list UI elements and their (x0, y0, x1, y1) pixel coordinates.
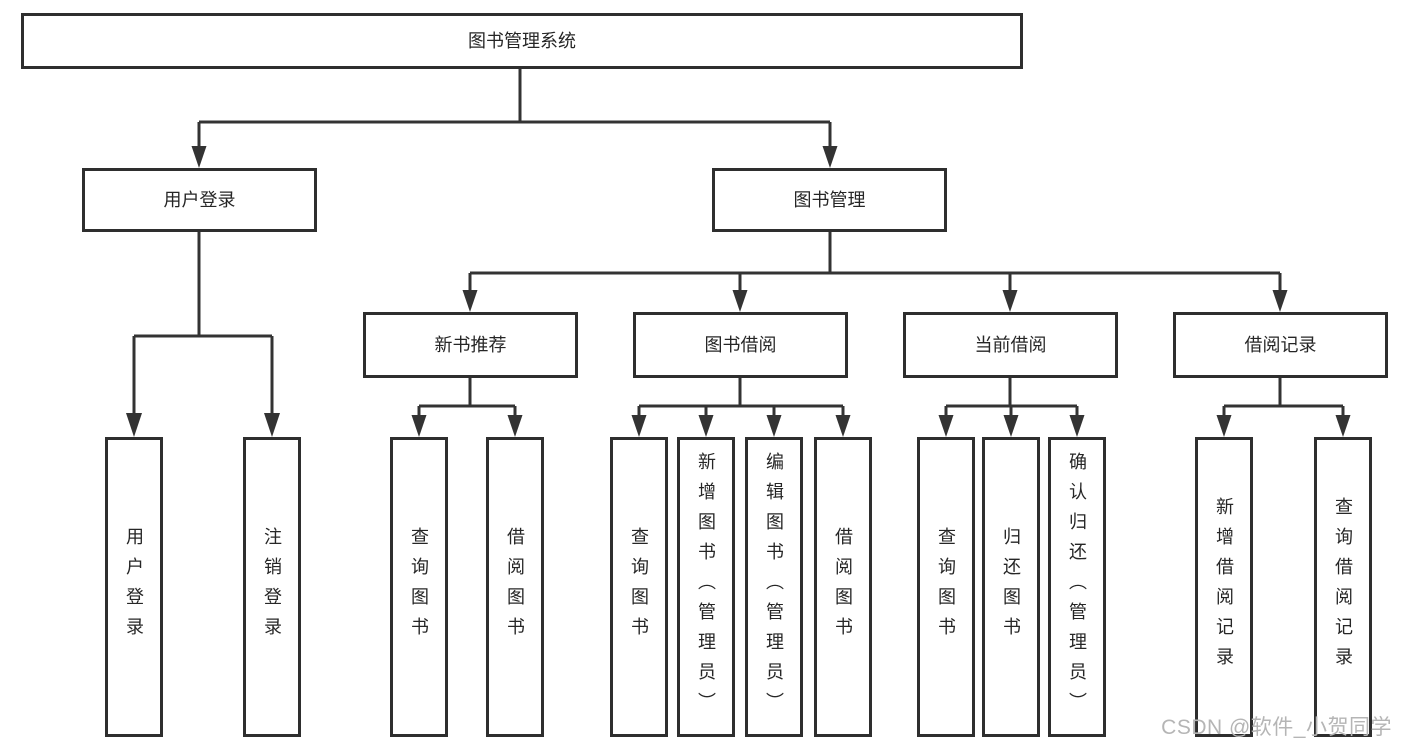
arrowhead-icon (732, 290, 748, 312)
arrowhead-icon (1272, 290, 1288, 312)
node-book-borrow: 图书借阅 (633, 312, 848, 378)
arrowhead-icon (1003, 415, 1019, 437)
arrowhead-icon (631, 415, 647, 437)
arrowhead-icon (1335, 415, 1351, 437)
arrowhead-icon (1002, 290, 1018, 312)
arrowhead-icon (698, 415, 714, 437)
node-new-book-recommend: 新书推荐 (363, 312, 578, 378)
arrowhead-icon (835, 415, 851, 437)
connector-current-to-leaves (944, 378, 1079, 417)
node-borrow-records: 借阅记录 (1173, 312, 1388, 378)
node-current-borrow: 当前借阅 (903, 312, 1118, 378)
leaf-confirm-return-admin: 确认归还（管理员） (1048, 437, 1106, 737)
connector-records-to-leaves (1222, 378, 1345, 417)
leaf-query-book-recommend: 查询图书 (390, 437, 448, 737)
leaf-logout: 注销登录 (243, 437, 301, 737)
leaf-add-borrow-record: 新增借阅记录 (1195, 437, 1253, 737)
arrowhead-icon (126, 413, 142, 437)
arrowhead-icon (938, 415, 954, 437)
arrowhead-icon (191, 146, 207, 168)
leaf-query-book-borrow: 查询图书 (610, 437, 668, 737)
connector-root-to-level2 (197, 69, 832, 148)
arrowhead-icon (507, 415, 523, 437)
connector-borrow-to-leaves (637, 378, 845, 417)
arrowhead-icon (1216, 415, 1232, 437)
leaf-query-borrow-record: 查询借阅记录 (1314, 437, 1372, 737)
leaf-user-login: 用户登录 (105, 437, 163, 737)
arrowhead-icon (411, 415, 427, 437)
arrowhead-icon (822, 146, 838, 168)
arrowhead-icon (462, 290, 478, 312)
connector-userlogin-to-leaves (132, 232, 274, 415)
arrowhead-icon (1069, 415, 1085, 437)
node-book-management: 图书管理 (712, 168, 947, 232)
leaf-borrow-book: 借阅图书 (814, 437, 872, 737)
arrowhead-icon (766, 415, 782, 437)
leaf-borrow-book-recommend: 借阅图书 (486, 437, 544, 737)
leaf-add-book-admin: 新增图书（管理员） (677, 437, 735, 737)
arrowhead-icon (264, 413, 280, 437)
leaf-return-book: 归还图书 (982, 437, 1040, 737)
connector-bookmgmt-to-level3 (468, 232, 1282, 292)
node-library-management-system: 图书管理系统 (21, 13, 1023, 69)
node-user-login: 用户登录 (82, 168, 317, 232)
leaf-query-book-current: 查询图书 (917, 437, 975, 737)
connector-recommend-to-leaves (417, 378, 517, 417)
leaf-edit-book-admin: 编辑图书（管理员） (745, 437, 803, 737)
